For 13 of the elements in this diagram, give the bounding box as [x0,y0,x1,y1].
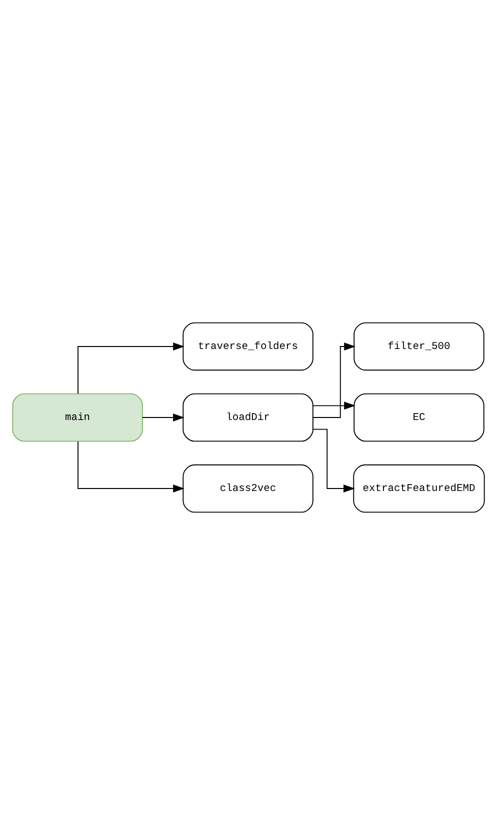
arrow [312,428,355,492]
arrow [312,401,356,410]
arrow [142,413,184,421]
arrow [312,342,356,418]
node-box: loadDir [182,392,314,442]
node-box: filter_500 [354,322,484,370]
node-box: EC [354,392,484,442]
node-box: traverse_folders [182,322,314,370]
arrow [78,342,184,394]
node-box: main [12,392,143,442]
node-box: class2vec [182,464,314,512]
node-box: extractFeaturedEMD [353,464,485,512]
arrow [78,440,184,492]
